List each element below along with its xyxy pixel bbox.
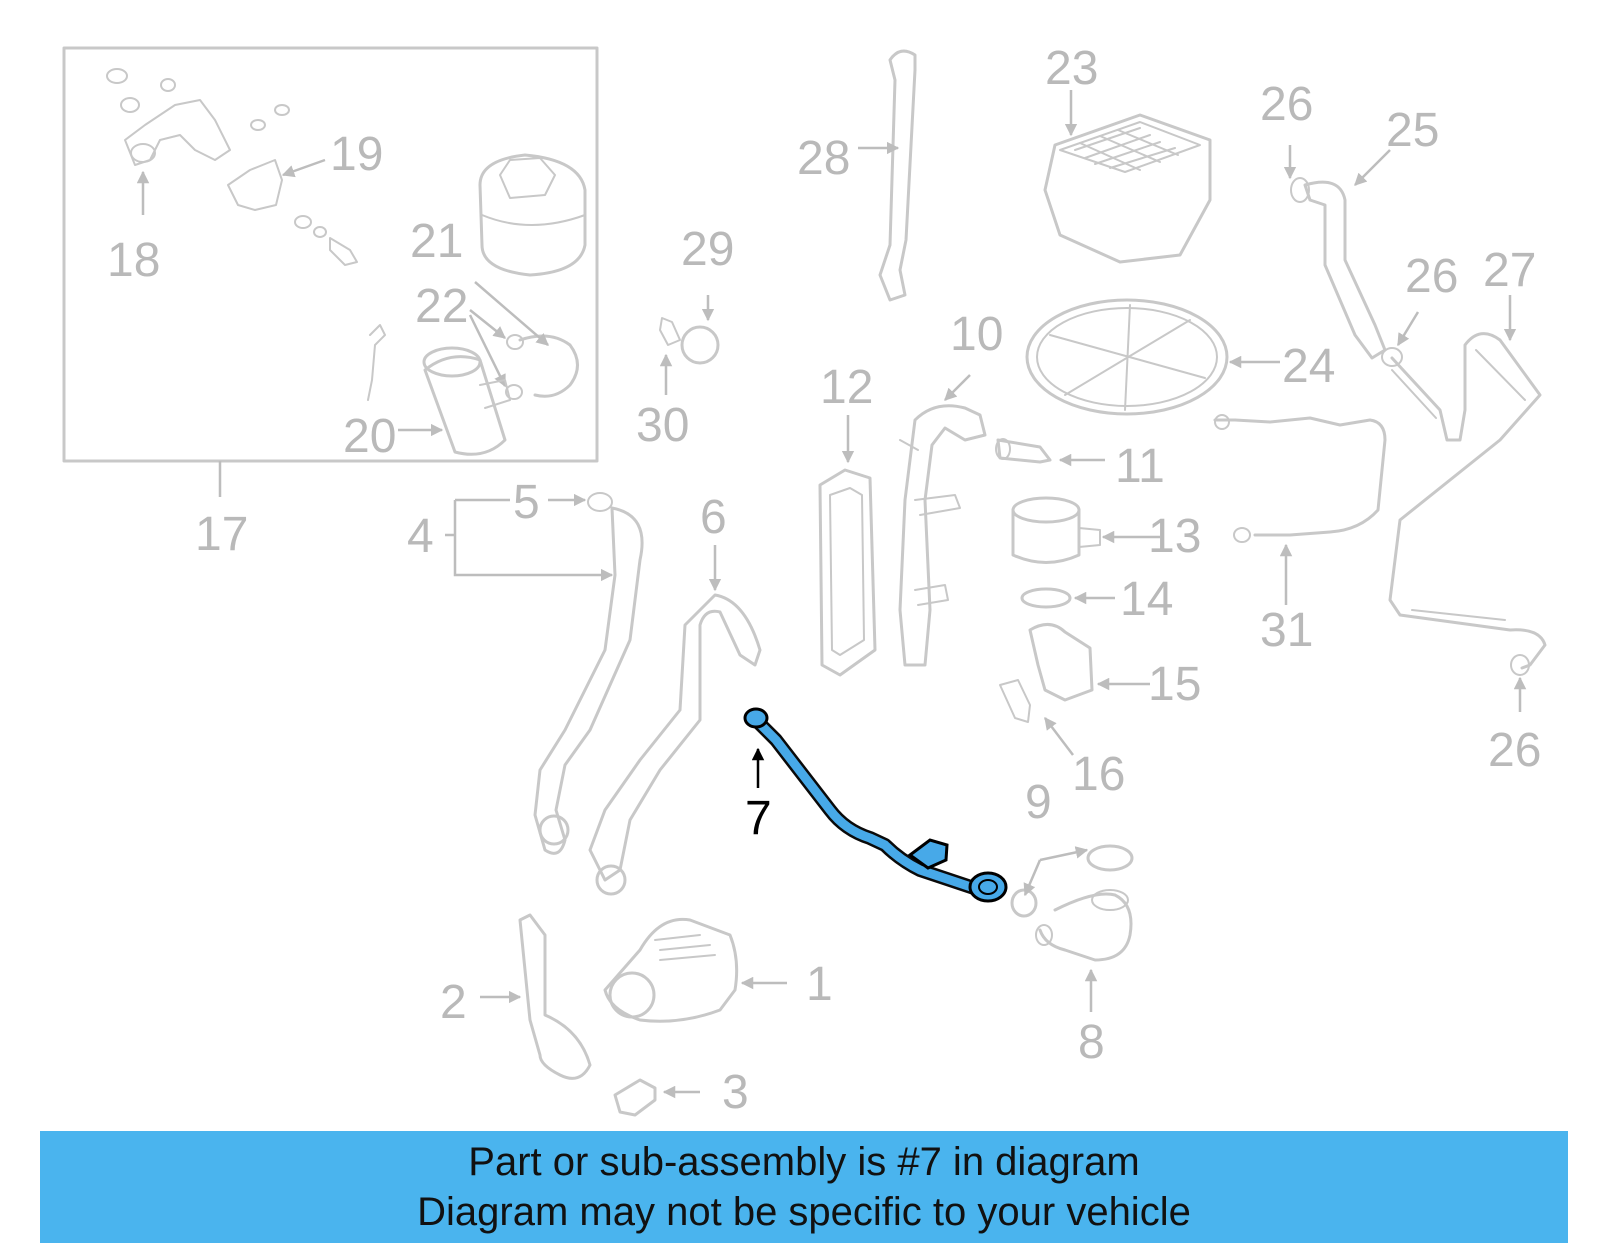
- callout-8: 8: [1078, 1016, 1105, 1069]
- info-banner: Part or sub-assembly is #7 in diagram Di…: [40, 1131, 1568, 1243]
- part-1-air-pump: [603, 917, 787, 1023]
- callout-31: 31: [1260, 604, 1313, 657]
- part-2-bracket: [480, 913, 592, 1080]
- part-19-sensor: [227, 104, 326, 211]
- part-24-gasket-ring: [1025, 298, 1280, 416]
- part-14-gasket: [1020, 587, 1115, 609]
- callout-21: 21: [410, 215, 463, 268]
- part-3-sensor: [613, 1078, 700, 1117]
- part-27-pipe: [1381, 295, 1547, 712]
- callout-29: 29: [681, 223, 734, 276]
- callout-26-top: 26: [1260, 78, 1313, 131]
- callout-18: 18: [107, 234, 160, 287]
- callout-2: 2: [440, 976, 467, 1029]
- callout-7: 7: [745, 792, 772, 845]
- part-18-bracket: [106, 68, 231, 215]
- callout-20: 20: [343, 410, 396, 463]
- callout-1: 1: [806, 958, 833, 1011]
- part-11-fitting: [995, 438, 1105, 467]
- callout-26-middle: 26: [1405, 250, 1458, 303]
- part-25-hose: [1283, 145, 1391, 360]
- callout-19: 19: [330, 128, 383, 181]
- callout-22: 22: [415, 280, 468, 333]
- callout-3: 3: [722, 1066, 749, 1119]
- callout-17: 17: [195, 508, 248, 561]
- callout-15: 15: [1148, 658, 1201, 711]
- banner-line-disclaimer: Diagram may not be specific to your vehi…: [417, 1190, 1191, 1234]
- callout-25: 25: [1386, 104, 1439, 157]
- part-23-air-box: [1043, 90, 1212, 264]
- callout-30: 30: [636, 399, 689, 452]
- part-7-highlighted-pipe[interactable]: [743, 707, 1008, 903]
- callout-13: 13: [1148, 510, 1201, 563]
- part-12-gasket: [818, 415, 877, 677]
- callout-23: 23: [1045, 42, 1098, 95]
- part-28-pipe: [858, 49, 917, 302]
- callout-27: 27: [1483, 244, 1536, 297]
- callout-5: 5: [513, 476, 540, 529]
- callout-28: 28: [797, 132, 850, 185]
- part-15-16-adapter: [999, 623, 1150, 756]
- part-10-manifold: [898, 374, 987, 667]
- part-9-clamps: [1010, 844, 1134, 918]
- callout-12: 12: [820, 361, 873, 414]
- callout-4: 4: [407, 510, 434, 563]
- part-8-elbow-hose: [1035, 889, 1133, 1012]
- part-13-valve: [1011, 496, 1160, 564]
- callout-labels: 1 2 3 4 5 6 7 8 9 10 11 12 13 14 15 16 1…: [107, 42, 1541, 1119]
- part-4-hose: [445, 492, 644, 855]
- callout-14: 14: [1120, 573, 1173, 626]
- part-20-filter: [367, 324, 511, 456]
- callout-6: 6: [700, 491, 727, 544]
- callout-26-bottom: 26: [1488, 724, 1541, 777]
- subassembly-box-17: [62, 46, 599, 497]
- part-21-valve: [474, 153, 587, 398]
- part-22-clamps: [468, 309, 524, 400]
- part-small-fittings: [294, 215, 358, 266]
- banner-line-part-number: Part or sub-assembly is #7 in diagram: [468, 1140, 1140, 1184]
- part-31-sensor: [1213, 414, 1387, 605]
- callout-11: 11: [1115, 440, 1165, 493]
- callout-10: 10: [950, 308, 1003, 361]
- callout-9: 9: [1025, 776, 1052, 829]
- part-29-valve: [659, 295, 720, 395]
- part-6-hose: [588, 545, 762, 896]
- callout-16: 16: [1072, 748, 1125, 801]
- callout-24: 24: [1282, 340, 1335, 393]
